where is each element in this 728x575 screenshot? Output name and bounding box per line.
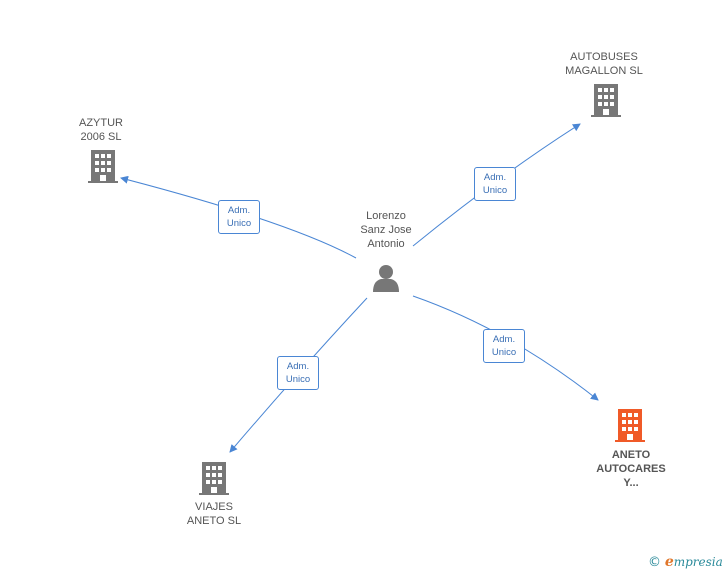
company-label-viajes[interactable]: VIAJES ANETO SL — [174, 500, 254, 528]
company-name-line: MAGALLON SL — [565, 65, 643, 77]
building-icon[interactable] — [591, 84, 621, 117]
building-icon[interactable] — [199, 462, 229, 495]
company-name-line: AUTOCARES — [596, 463, 666, 475]
company-name-line: AZYTUR — [79, 117, 123, 129]
company-name-line: ANETO — [611, 449, 651, 461]
copyright-symbol: © — [648, 555, 661, 570]
brand-initial: e — [664, 554, 674, 570]
company-name-line: ANETO SL — [186, 515, 242, 527]
edge-label-azytur[interactable]: Adm. Unico — [218, 200, 260, 234]
building-icon[interactable] — [88, 150, 118, 183]
edges-layer — [120, 123, 599, 453]
person-name-line: Sanz Jose — [360, 224, 412, 236]
edge-label-line: Adm. — [483, 172, 507, 183]
edge-azytur — [120, 175, 357, 259]
edge-label-viajes[interactable]: Adm. Unico — [277, 356, 319, 390]
company-name-line: 2006 SL — [80, 131, 122, 143]
edge-label-line: Unico — [482, 185, 508, 196]
edge-label-line: Unico — [226, 218, 252, 229]
edge-label-aneto[interactable]: Adm. Unico — [483, 329, 525, 363]
edge-label-line: Unico — [285, 374, 311, 385]
company-name-line: Y... — [623, 477, 639, 489]
brand-footer[interactable]: © empresia — [648, 554, 723, 570]
person-name-line: Lorenzo — [366, 210, 406, 222]
building-icon-highlight[interactable] — [615, 409, 645, 442]
company-label-autobuses[interactable]: AUTOBUSES MAGALLON SL — [556, 50, 652, 78]
edge-label-autobuses[interactable]: Adm. Unico — [474, 167, 516, 201]
edge-label-line: Adm. — [227, 205, 251, 216]
brand-name: mpresia — [673, 555, 723, 569]
company-name-line: VIAJES — [195, 501, 233, 513]
edge-label-line: Unico — [491, 347, 517, 358]
person-label[interactable]: Lorenzo Sanz Jose Antonio — [348, 209, 424, 251]
company-label-aneto[interactable]: ANETO AUTOCARES Y... — [586, 448, 676, 490]
edge-label-line: Adm. — [492, 334, 516, 345]
edge-label-line: Adm. — [286, 361, 310, 372]
company-name-line: AUTOBUSES — [570, 51, 638, 63]
person-icon[interactable] — [373, 265, 399, 292]
person-name-line: Antonio — [367, 238, 405, 250]
company-label-azytur[interactable]: AZYTUR 2006 SL — [63, 116, 139, 144]
